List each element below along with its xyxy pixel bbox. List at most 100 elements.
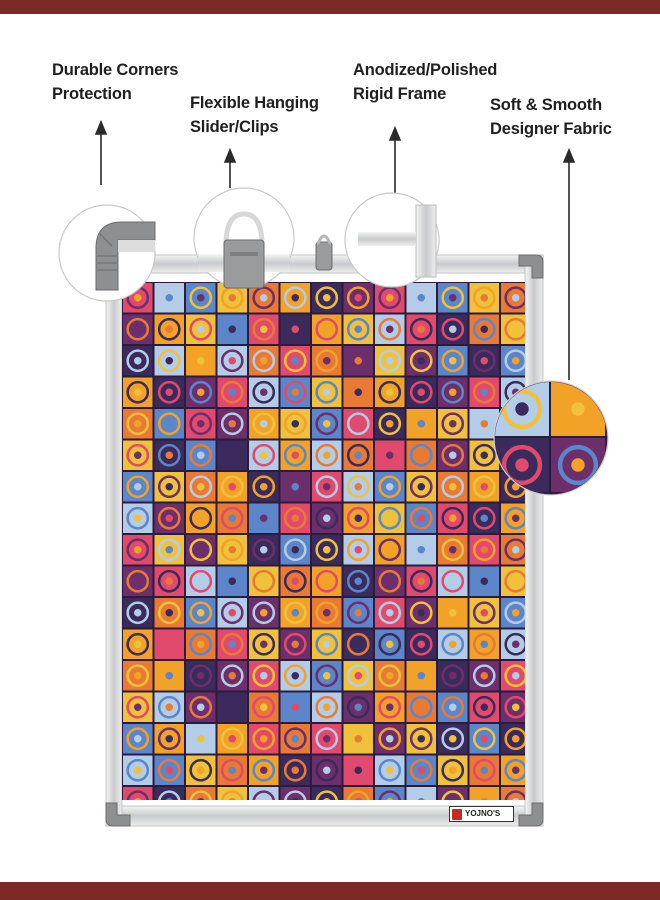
fabric-tile-center	[196, 514, 205, 523]
fabric-tile	[605, 382, 607, 438]
fabric-tile-center	[259, 766, 268, 775]
fabric-tile-center	[165, 514, 174, 523]
fabric-tile-mandala	[410, 790, 433, 800]
fabric-tile-mandala	[378, 317, 402, 341]
fabric-tile-mandala	[126, 601, 150, 625]
fabric-tile-center	[322, 703, 331, 712]
fabric-tile-center	[571, 514, 584, 527]
fabric-tile-center	[354, 388, 363, 397]
fabric-tile-center	[511, 766, 520, 775]
fabric-tile-center	[322, 577, 331, 586]
fabric-tile-mandala	[252, 538, 276, 562]
fabric-tile-mandala	[557, 444, 599, 486]
fabric-tile-center	[323, 797, 331, 800]
fabric-tile-center	[196, 577, 205, 586]
fabric-tile-center	[354, 608, 363, 617]
fabric-tile-mandala	[504, 664, 525, 688]
fabric-tile-mandala	[441, 758, 465, 782]
fabric-tile-center	[417, 703, 426, 712]
fabric-tile-center	[385, 482, 394, 491]
fabric-tile-mandala	[283, 412, 307, 436]
fabric-tile-mandala	[220, 664, 244, 688]
fabric-tile-mandala	[504, 695, 525, 719]
fabric-tile-center	[448, 514, 457, 523]
fabric-tile-mandala	[157, 664, 181, 688]
fabric-tile-mandala	[220, 475, 244, 499]
fabric-tile-mandala	[504, 538, 525, 562]
fabric-tile-center	[196, 325, 205, 334]
fabric-tile-center	[291, 451, 300, 460]
fabric-tile-mandala	[504, 790, 525, 800]
fabric-tile-mandala	[616, 503, 652, 539]
fabric-tile-center	[196, 419, 205, 428]
callout-fabric-label: Soft & Smooth Designer Fabric	[490, 93, 612, 141]
fabric-tile-center	[354, 293, 363, 302]
fabric-tile-mandala	[315, 443, 339, 467]
brand-logo-icon	[452, 808, 462, 820]
fabric-tile-center	[354, 419, 363, 428]
fabric-tile-center	[291, 766, 300, 775]
fabric-tile-center	[448, 734, 457, 743]
callout-frame-label: Anodized/Polished Rigid Frame	[353, 58, 497, 106]
fabric-tile-mandala	[315, 695, 339, 719]
fabric-tile-mandala	[409, 632, 433, 656]
fabric-tile-mandala	[616, 447, 652, 483]
fabric-tile-mandala	[220, 317, 244, 341]
fabric-tile-mandala	[472, 727, 496, 751]
fabric-tile-mandala	[189, 286, 213, 310]
fabric-tile-center	[448, 577, 457, 586]
fabric-tile-mandala	[315, 412, 339, 436]
arrow-clips-head	[223, 147, 237, 163]
fabric-tile-center	[511, 356, 520, 365]
fabric-tile-center	[133, 671, 142, 680]
fabric-tile-center	[133, 640, 142, 649]
fabric-tile-mandala	[157, 695, 181, 719]
fabric-tile-center	[291, 514, 300, 523]
fabric-tile-mandala	[472, 758, 496, 782]
fabric-tile-mandala	[189, 475, 213, 499]
fabric-tile-mandala	[378, 286, 402, 310]
fabric-tile-center	[354, 545, 363, 554]
fabric-tile-center	[354, 356, 363, 365]
fabric-tile-center	[133, 419, 142, 428]
fabric-tile-mandala	[252, 506, 276, 530]
fabric-tile-mandala	[409, 412, 433, 436]
fabric-tile-center	[385, 671, 394, 680]
fabric-tile-center	[228, 482, 237, 491]
fabric-tile-center	[386, 797, 394, 800]
fabric-tile-mandala	[315, 601, 339, 625]
fabric-tile-mandala	[409, 758, 433, 782]
fabric-tile-center	[354, 482, 363, 491]
fabric-tile-center	[165, 482, 174, 491]
fabric-tile-center	[228, 608, 237, 617]
callout-corners-label: Durable Corners Protection	[52, 58, 178, 106]
fabric-tile-center	[480, 766, 489, 775]
fabric-tile-mandala	[157, 506, 181, 530]
fabric-tile-mandala	[441, 538, 465, 562]
fabric-tile-mandala	[221, 790, 244, 800]
fabric-tile-mandala	[126, 632, 150, 656]
fabric-tile-center	[385, 640, 394, 649]
fabric-tile-center	[322, 545, 331, 554]
fabric-tile-center	[322, 356, 331, 365]
fabric-tile-center	[385, 514, 394, 523]
fabric-tile-mandala	[315, 349, 339, 373]
fabric-tile-center	[511, 325, 520, 334]
fabric-tile-center	[133, 545, 142, 554]
fabric-tile-mandala	[409, 538, 433, 562]
fabric-tile-mandala	[346, 632, 370, 656]
fabric-tile-center	[354, 451, 363, 460]
fabric-tile-center	[133, 734, 142, 743]
fabric-tile-center	[196, 388, 205, 397]
fabric-tile-mandala	[315, 664, 339, 688]
fabric-tile-mandala	[252, 317, 276, 341]
callout-fabric-line1: Soft & Smooth	[490, 96, 602, 114]
fabric-tile-mandala	[346, 443, 370, 467]
fabric-tile-center	[480, 640, 489, 649]
fabric-tile-center	[417, 734, 426, 743]
fabric-tile-center	[259, 419, 268, 428]
brand-label: YOJNO'S	[449, 806, 514, 822]
fabric-tile-mandala	[315, 538, 339, 562]
fabric-tile-center	[627, 458, 640, 471]
fabric-tile-center	[385, 545, 394, 554]
